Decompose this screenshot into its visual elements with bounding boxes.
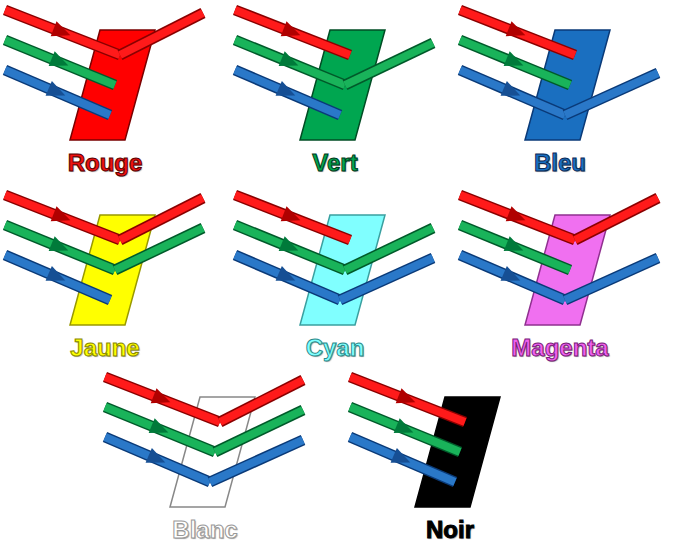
color-name-label: Noir xyxy=(350,516,550,544)
color-name-label: Blanc xyxy=(105,516,305,544)
blue-surface-panel xyxy=(460,10,658,140)
cyan-surface-panel xyxy=(235,195,433,325)
color-name-label: Jaune xyxy=(5,334,205,362)
magenta-surface-panel xyxy=(460,195,658,325)
color-name-label: Rouge xyxy=(5,149,205,177)
black-surface-panel xyxy=(350,377,500,507)
color-name-label: Cyan xyxy=(235,334,435,362)
color-name-label: Magenta xyxy=(460,334,660,362)
color-name-label: Vert xyxy=(235,149,435,177)
green-surface-panel xyxy=(235,10,433,140)
yellow-surface-panel xyxy=(5,195,203,325)
red-surface-panel xyxy=(5,10,203,140)
white-surface-panel xyxy=(105,377,303,507)
color-name-label: Bleu xyxy=(460,149,660,177)
